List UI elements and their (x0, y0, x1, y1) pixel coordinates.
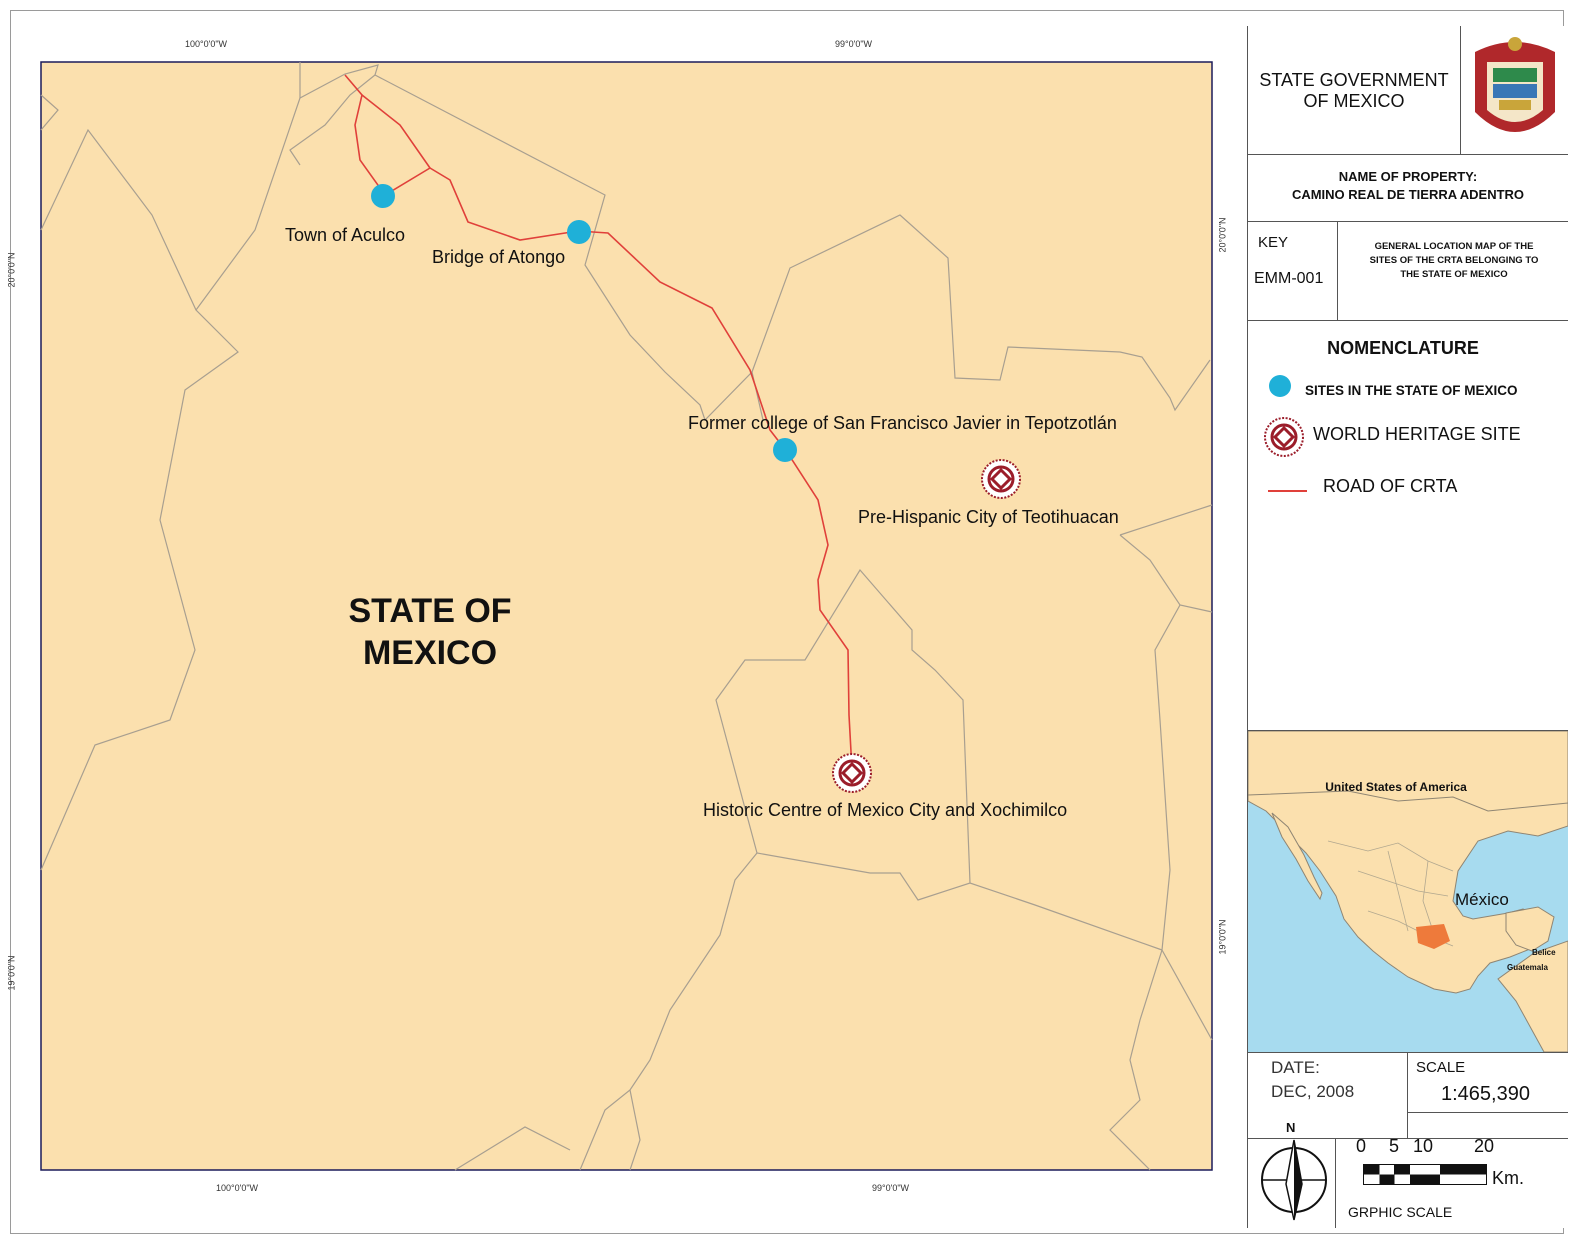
property-label: NAME OF PROPERTY: (1338, 169, 1478, 184)
property-name: CAMINO REAL DE TIERRA ADENTRO (1291, 187, 1525, 202)
site-label-aculco: Town of Aculco (285, 225, 406, 245)
property-block: NAME OF PROPERTY: CAMINO REAL DE TIERRA … (1248, 168, 1568, 204)
legend-road-icon (1268, 490, 1307, 492)
map-desc-line1: GENERAL LOCATION MAP OF THE (1374, 241, 1534, 252)
key-value: EMM-001 (1254, 270, 1324, 287)
key-label: KEY (1258, 234, 1289, 251)
north-arrow-icon (1261, 1139, 1327, 1221)
road-crta (344, 74, 853, 771)
scale-tick-5: 5 (1389, 1136, 1400, 1156)
map-title: STATE OF MEXICO (300, 590, 560, 674)
graphic-scale-bar (1363, 1164, 1487, 1185)
map-land (40, 61, 1213, 1171)
inset-map (1248, 731, 1568, 1052)
date-label: DATE: (1271, 1058, 1320, 1077)
coat-of-arms-icon (1475, 37, 1555, 132)
scale-tick-20: 20 (1474, 1136, 1495, 1156)
scale-value: 1:465,390 (1441, 1083, 1530, 1105)
coord-top-right: 99°0'0"W (835, 39, 873, 49)
legend-heritage-icon (1264, 417, 1304, 457)
legend-site-icon (1269, 375, 1291, 397)
map-desc-line2: SITES OF THE CRTA BELONGING TO (1369, 255, 1539, 266)
inset-label-mexico: México (1455, 890, 1509, 909)
scale-unit: Km. (1492, 1168, 1525, 1188)
scale-tick-10: 10 (1413, 1136, 1434, 1156)
legend-road-label: ROAD OF CRTA (1323, 476, 1458, 496)
site-label-atongo: Bridge of Atongo (432, 247, 566, 267)
coord-top-left: 100°0'0"W (185, 39, 228, 49)
graphic-scale-label: GRPHIC SCALE (1348, 1204, 1453, 1220)
map-title-line1: STATE OF (348, 592, 512, 630)
site-label-teotihuacan: Pre-Hispanic City of Teotihuacan (858, 507, 1119, 527)
scale-label: SCALE (1416, 1059, 1466, 1076)
coord-bottom-right: 99°0'0"W (872, 1183, 910, 1193)
map-desc-line3: THE STATE OF MEXICO (1400, 269, 1508, 280)
date-value: DEC, 2008 (1271, 1082, 1355, 1101)
site-label-tepotzotlan: Former college of San Francisco Javier i… (688, 413, 1117, 433)
site-label-mexico-city: Historic Centre of Mexico City and Xochi… (703, 800, 1068, 820)
government-line2: OF MEXICO (1303, 91, 1405, 111)
inset-label-usa: United States of America (1325, 780, 1467, 794)
coord-bottom-left: 100°0'0"W (216, 1183, 259, 1193)
map-description: GENERAL LOCATION MAP OF THE SITES OF THE… (1340, 240, 1568, 282)
nomenclature-title: NOMENCLATURE (1327, 338, 1479, 358)
legend-sites-label: SITES IN THE STATE OF MEXICO (1305, 383, 1518, 398)
site-marker-tepotzotlan[interactable] (773, 438, 797, 462)
north-label: N (1286, 1120, 1296, 1135)
site-marker-atongo[interactable] (567, 220, 591, 244)
legend-heritage-label: WORLD HERITAGE SITE (1313, 424, 1521, 444)
scale-tick-0: 0 (1356, 1136, 1367, 1156)
heritage-icon-mexico-city[interactable] (831, 752, 873, 794)
site-marker-aculco[interactable] (371, 184, 395, 208)
inset-label-belice: Belice (1532, 948, 1556, 957)
map-title-line2: MEXICO (362, 634, 498, 672)
municipal-boundaries (40, 62, 1213, 1171)
info-panel: STATE GOVERNMENT OF MEXICO NAME OF PROPE… (1247, 26, 1568, 1228)
government-line1: STATE GOVERNMENT (1259, 70, 1449, 90)
heritage-icon-teotihuacan[interactable] (980, 458, 1022, 500)
inset-label-guatemala: Guatemala (1507, 963, 1548, 972)
government-title: STATE GOVERNMENT OF MEXICO (1248, 70, 1460, 112)
